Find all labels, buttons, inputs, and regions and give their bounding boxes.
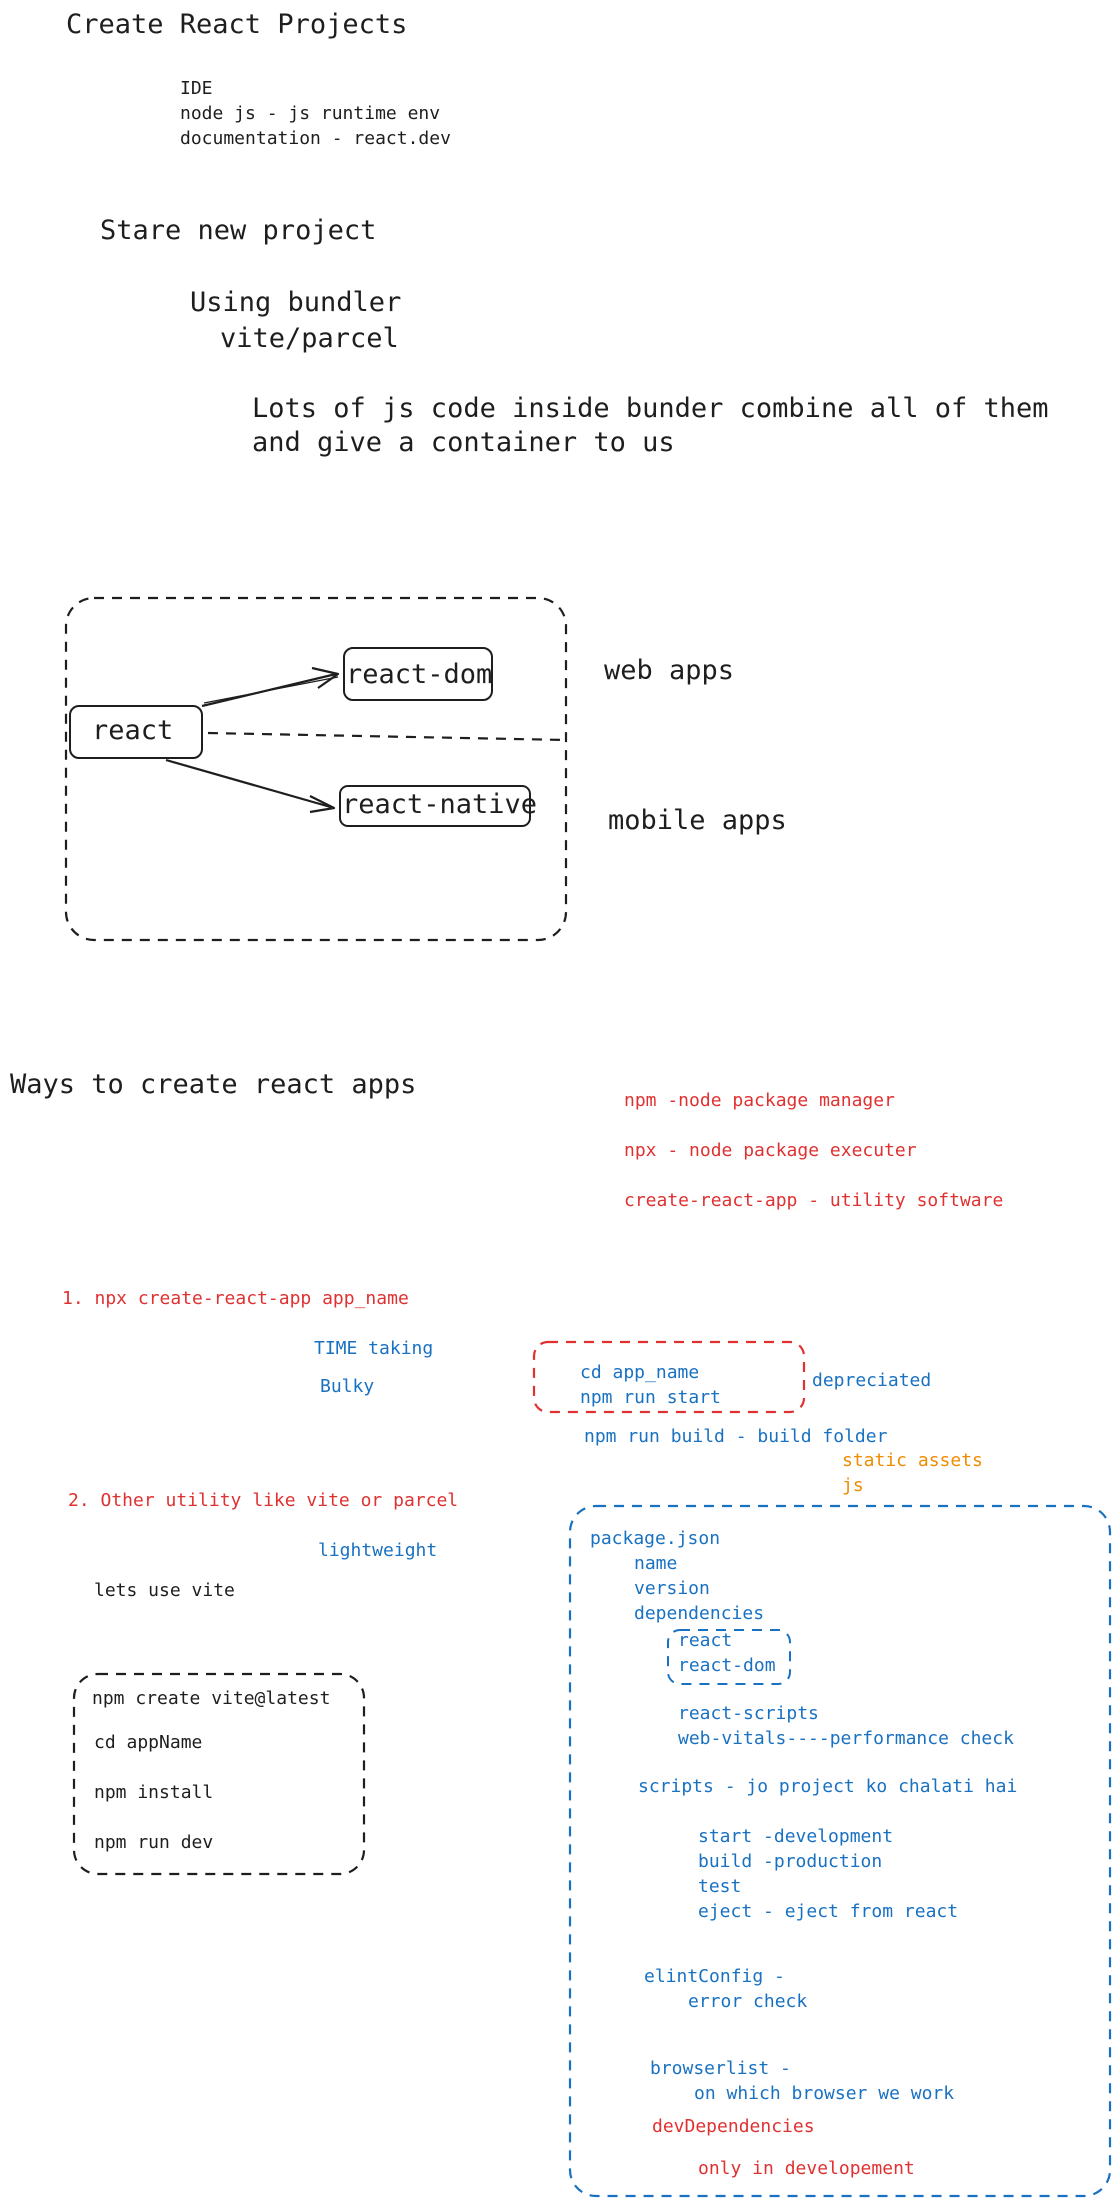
vite-cmd-cd: cd appName — [94, 1732, 203, 1753]
cra-status-depreciated: depreciated — [812, 1370, 932, 1391]
vite-cmd-create: npm create vite@latest — [92, 1688, 331, 1709]
prereq-node: node js - js runtime env — [180, 103, 441, 124]
web-apps-label: web apps — [604, 655, 735, 686]
pkg-dep-react: react — [678, 1630, 733, 1651]
pkg-script-start: start -development — [698, 1826, 894, 1847]
web-mobile-divider — [207, 731, 567, 742]
prereq-docs: documentation - react.dev — [180, 128, 451, 149]
pkg-dep-react-scripts: react-scripts — [678, 1703, 819, 1724]
mobile-apps-label: mobile apps — [608, 805, 787, 836]
arrow-to-react-dom-stroke2 — [203, 676, 339, 704]
core-deps-box — [667, 1629, 791, 1685]
build-output-js: js — [842, 1475, 864, 1496]
build-output-static: static assets — [842, 1450, 983, 1471]
pkg-version: version — [634, 1578, 710, 1599]
pkg-script-test: test — [698, 1876, 742, 1897]
bundler-explanation-line-2: and give a container to us — [252, 427, 675, 458]
run-step-start: npm run start — [580, 1387, 721, 1408]
pkg-title: package.json — [590, 1528, 721, 1549]
react-native-node-label: react-native — [342, 789, 538, 820]
pkg-browserslist-desc: on which browser we work — [694, 2083, 955, 2104]
ways-heading: Ways to create react apps — [10, 1069, 417, 1100]
glossary-cra: create-react-app - utility software — [624, 1190, 1004, 1211]
ecosystem-frame — [64, 596, 568, 942]
glossary-npm: npm -node package manager — [624, 1090, 895, 1111]
vite-cmd-dev: npm run dev — [94, 1832, 214, 1853]
bundler-label: Using bundler — [190, 287, 402, 318]
option-2-intro: lets use vite — [94, 1580, 235, 1601]
bundler-explanation-line-1: Lots of js code inside bunder combine al… — [252, 393, 1049, 424]
option-1-drawback-time: TIME taking — [314, 1338, 434, 1359]
prereq-ide: IDE — [180, 78, 213, 99]
arrow-to-react-native — [165, 758, 335, 810]
react-dom-node-box — [343, 647, 493, 701]
react-dom-node-label: react-dom — [346, 659, 493, 690]
pkg-browserslist-label: browserlist - — [650, 2058, 791, 2079]
cra-run-steps-box — [532, 1340, 806, 1414]
arrow-head-react-dom — [311, 666, 340, 689]
pkg-dev-deps-label: devDependencies — [652, 2116, 815, 2137]
page-title: Create React Projects — [66, 9, 408, 40]
react-node-label: react — [92, 715, 174, 746]
build-note: npm run build - build folder — [584, 1426, 888, 1447]
pkg-dep-react-dom: react-dom — [678, 1655, 776, 1676]
react-native-node-box — [339, 785, 531, 827]
option-1-drawback-bulky: Bulky — [320, 1376, 375, 1397]
option-2-benefit: lightweight — [318, 1540, 438, 1561]
package-json-frame — [568, 1504, 1112, 2198]
vite-cmd-install: npm install — [94, 1782, 214, 1803]
arrow-head-react-native — [309, 795, 336, 814]
run-step-cd: cd app_name — [580, 1362, 700, 1383]
pkg-dev-deps-desc: only in developement — [698, 2158, 915, 2179]
pkg-name: name — [634, 1553, 678, 1574]
option-2-title: 2. Other utility like vite or parcel — [68, 1490, 459, 1511]
pkg-eslint-desc: error check — [688, 1991, 808, 2012]
glossary-npx: npx - node package executer — [624, 1140, 917, 1161]
pkg-script-eject: eject - eject from react — [698, 1901, 959, 1922]
option-1-command: 1. npx create-react-app app_name — [62, 1288, 409, 1309]
pkg-eslint-label: elintConfig - — [644, 1966, 785, 1987]
bundler-names: vite/parcel — [220, 323, 399, 354]
pkg-dep-web-vitals: web-vitals----performance check — [678, 1728, 1014, 1749]
start-heading: Stare new project — [100, 215, 377, 246]
pkg-script-build: build -production — [698, 1851, 883, 1872]
react-node-box — [69, 705, 203, 759]
pkg-dependencies-label: dependencies — [634, 1603, 765, 1624]
pkg-scripts-label: scripts - jo project ko chalati hai — [638, 1776, 1018, 1797]
